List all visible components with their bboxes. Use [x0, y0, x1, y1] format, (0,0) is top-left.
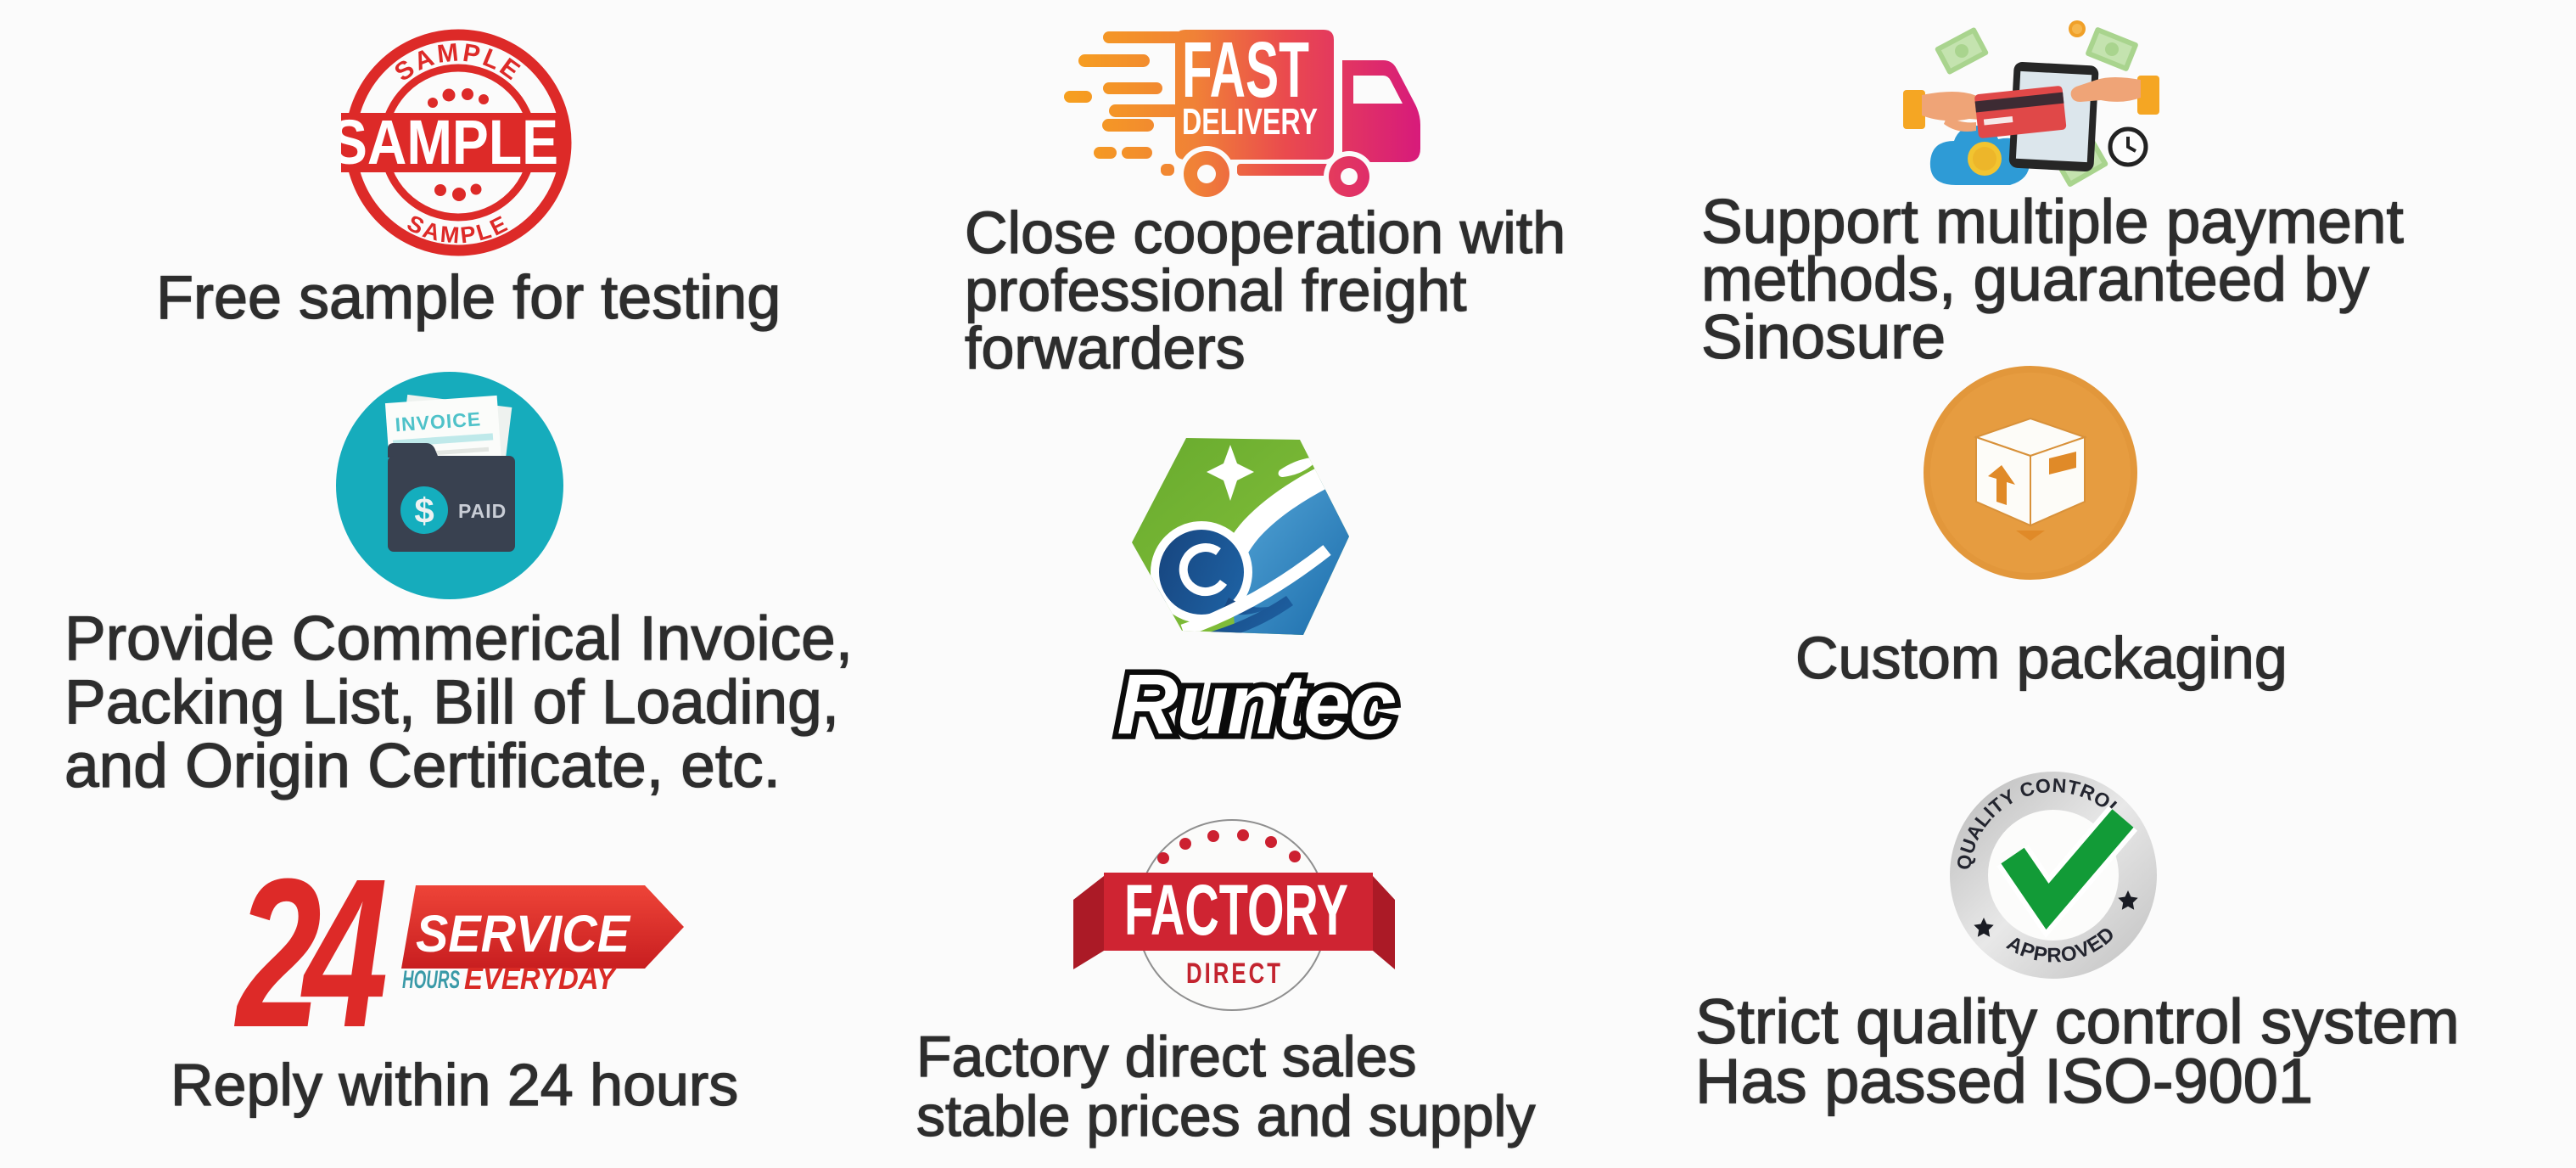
- svg-text:SERVICE: SERVICE: [416, 905, 631, 963]
- svg-text:DIRECT: DIRECT: [1186, 957, 1283, 990]
- svg-text:DELIVERY: DELIVERY: [1182, 101, 1318, 143]
- svg-text:Runtec: Runtec: [1117, 657, 1396, 752]
- svg-text:EVERYDAY: EVERYDAY: [464, 961, 618, 996]
- svg-text:FACTORY: FACTORY: [1124, 870, 1348, 950]
- svg-text:24: 24: [233, 862, 385, 1036]
- svg-text:PAID: PAID: [458, 500, 507, 522]
- svg-text:FAST: FAST: [1182, 26, 1309, 115]
- svg-text:SAMPLE: SAMPLE: [341, 107, 558, 177]
- svg-text:HOURS: HOURS: [402, 966, 460, 994]
- svg-text:$: $: [414, 491, 434, 531]
